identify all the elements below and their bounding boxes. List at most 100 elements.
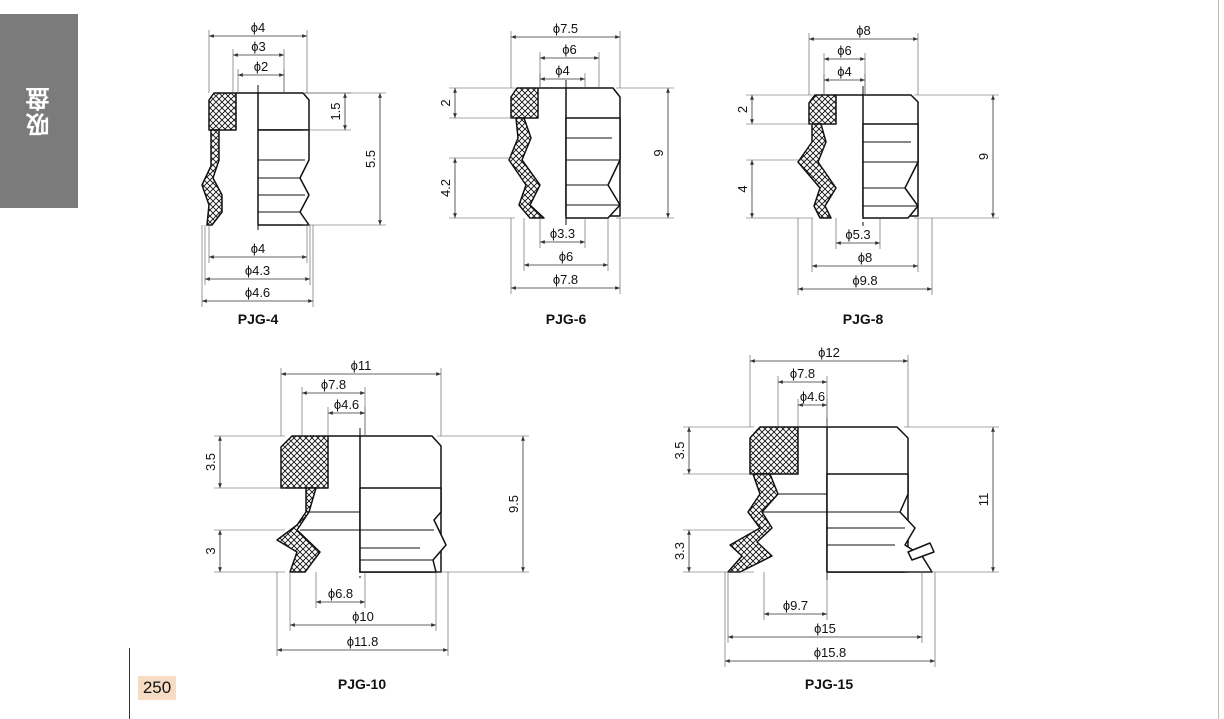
- pjg6-drawing: [508, 80, 621, 226]
- pjg6-side-dim-0: 2: [438, 87, 515, 119]
- pjg4-lip-hatch: [208, 92, 259, 131]
- pjg15-side-dim-1: 3.3: [672, 529, 754, 573]
- pjg6-side-dim-0-label: 2: [438, 99, 453, 106]
- pjg10-top-dim-1-label: ϕ7.8: [321, 377, 346, 392]
- pjg8-bottom-dim-1-label: ϕ8: [858, 250, 873, 265]
- pjg15-top-dim-0: ϕ12: [749, 345, 909, 427]
- pjg4-top-dim-0-label: ϕ4: [251, 20, 266, 35]
- pjg4-top-dim-1: ϕ3: [232, 39, 285, 93]
- pjg4-bottom-dim-2: ϕ4.6: [201, 225, 314, 307]
- pjg4-top-dim-2-label: ϕ2: [254, 59, 269, 74]
- pjg10-side-dim-0-label: 3.5: [203, 453, 218, 471]
- pjg6-caption: PJG-6: [546, 311, 587, 327]
- pjg15-top-dim-1-label: ϕ7.8: [790, 366, 815, 381]
- dimension-layer: ϕ4ϕ3ϕ2ϕ4ϕ4.3ϕ4.61.55.5PJG-4ϕ7.5ϕ6ϕ4ϕ3.3ϕ…: [201, 20, 999, 692]
- pjg15-top-dim-0-label: ϕ12: [818, 345, 840, 360]
- pjg8-side-dim-0: 2: [735, 94, 813, 125]
- pjg6-top-dim-0: ϕ7.5: [510, 21, 621, 88]
- margin-rule: [129, 648, 130, 719]
- pjg8-side-dim-0-label: 2: [735, 106, 750, 113]
- pjg4-top-dim-0: ϕ4: [208, 20, 308, 93]
- pjg4-bottom-dim-2-label: ϕ4.6: [245, 285, 270, 300]
- pjg8-bellows-hatch: [797, 123, 837, 219]
- pjg15-side-dim-1-label: 3.3: [672, 542, 687, 560]
- pjg15-bottom-dim-0-label: ϕ9.7: [783, 598, 808, 613]
- pjg4-top-dim-1-label: ϕ3: [251, 39, 266, 54]
- pjg10-drawing: [276, 428, 447, 580]
- pjg10-bellows-hatch: [276, 487, 321, 573]
- pjg15-bottom-dim-0: ϕ9.7: [763, 572, 828, 620]
- pjg8-side-dim-1: 4: [735, 159, 813, 219]
- pjg4-bottom-dim-1-label: ϕ4.3: [245, 263, 270, 278]
- page-edge: [1218, 0, 1219, 719]
- pjg6-top-dim-1-label: ϕ6: [562, 42, 577, 57]
- pjg8-bottom-dim-1: ϕ8: [811, 218, 919, 272]
- pjg15-side-dim-2: 11: [904, 426, 999, 573]
- pjg8-top-dim-0-label: ϕ8: [856, 23, 871, 38]
- pjg6-side-dim-2: 9: [616, 87, 674, 219]
- pjg15-lip-hatch: [749, 426, 828, 475]
- pjg10-side-dim-0: 3.5: [203, 435, 285, 489]
- pjg4-side-dim-1: 5.5: [303, 92, 386, 226]
- pjg6-bottom-dim-0-label: ϕ3.3: [550, 226, 575, 241]
- pjg4-bottom-dim-0-label: ϕ4: [251, 241, 266, 256]
- pjg6-top-dim-2: ϕ4: [539, 63, 586, 88]
- pjg8-top-dim-2: ϕ4: [823, 64, 866, 95]
- pjg10-top-dim-2-label: ϕ4.6: [334, 397, 359, 412]
- pjg6-bottom-dim-2-label: ϕ7.8: [553, 272, 578, 287]
- pjg10-caption: PJG-10: [338, 676, 386, 692]
- pjg6-bottom-dim-0: ϕ3.3: [539, 218, 586, 248]
- pjg15-bottom-dim-1-label: ϕ15: [814, 621, 836, 636]
- pjg10-top-dim-0: ϕ11: [280, 358, 442, 436]
- pjg6-side-dim-1: 4.2: [438, 157, 515, 219]
- pjg8-top-dim-1-label: ϕ6: [837, 43, 852, 58]
- pjg8-top-dim-2-label: ϕ4: [837, 64, 852, 79]
- pjg4-bellows-hatch: [201, 129, 223, 226]
- pjg10-side-dim-2: 9.5: [437, 435, 529, 573]
- section-tab: 吸盘: [0, 14, 78, 208]
- pjg15-bottom-dim-1: ϕ15: [727, 572, 923, 643]
- pjg8-side-dim-1-label: 4: [735, 185, 750, 192]
- pjg4-top-dim-2: ϕ2: [237, 59, 285, 93]
- pjg8-bottom-dim-2-label: ϕ9.8: [852, 273, 877, 288]
- pjg10-top-dim-0-label: ϕ11: [351, 358, 372, 373]
- pjg6-top-dim-1: ϕ6: [539, 42, 600, 88]
- pjg10-bottom-dim-1: ϕ10: [289, 572, 437, 631]
- pjg10-bottom-dim-1-label: ϕ10: [352, 609, 374, 624]
- pjg6-bellows-hatch: [508, 117, 545, 219]
- pjg15-top-dim-1: ϕ7.8: [777, 366, 828, 427]
- pjg15-top-dim-2: ϕ4.6: [797, 389, 828, 427]
- pjg8-drawing: [797, 86, 919, 226]
- pjg8-caption: PJG-8: [843, 311, 884, 327]
- pjg4-side-dim-1-label: 5.5: [363, 150, 378, 168]
- pjg15-bottom-dim-2-label: ϕ15.8: [814, 645, 847, 660]
- pjg6-side-dim-2-label: 9: [651, 149, 666, 156]
- pjg4-drawing: [201, 85, 310, 232]
- pjg15-side-dim-0: 3.5: [672, 426, 754, 475]
- pjg8-side-dim-2-label: 9: [976, 153, 991, 160]
- pjg8-top-dim-0: ϕ8: [808, 23, 919, 95]
- pjg6-bottom-dim-2: ϕ7.8: [510, 218, 621, 294]
- pjg8-lip-hatch: [808, 94, 864, 125]
- pjg10-side-dim-1: 3: [203, 529, 285, 573]
- pjg4-caption: PJG-4: [238, 311, 279, 327]
- pjg8-bottom-dim-0-label: ϕ5.3: [845, 227, 870, 242]
- pjg4-side-dim-0-label: 1.5: [328, 102, 343, 120]
- pjg15-top-dim-2-label: ϕ4.6: [800, 389, 825, 404]
- pjg6-side-dim-1-label: 4.2: [438, 179, 453, 197]
- pjg8-bottom-dim-2: ϕ9.8: [797, 218, 933, 295]
- pjg10-side-dim-1-label: 3: [203, 547, 218, 554]
- pjg8-bottom-dim-0: ϕ5.3: [835, 218, 881, 249]
- pjg15-bellows-hatch: [727, 473, 779, 573]
- pjg4-body-top: [257, 92, 310, 131]
- page-number: 250: [138, 676, 176, 700]
- pjg10-bottom-dim-2: ϕ11.8: [276, 572, 449, 656]
- pjg10-bottom-dim-0-label: ϕ6.8: [328, 586, 353, 601]
- pjg10-side-dim-2-label: 9.5: [506, 495, 521, 513]
- pjg4-bottom-dim-1: ϕ4.3: [204, 225, 311, 285]
- pjg15-drawing: [727, 418, 935, 580]
- pjg6-bottom-dim-1: ϕ6: [523, 218, 609, 271]
- pjg4-bottom-dim-0: ϕ4: [208, 225, 308, 263]
- pjg6-lip-hatch: [510, 87, 567, 119]
- pjg4-side-dim-0: 1.5: [303, 92, 351, 131]
